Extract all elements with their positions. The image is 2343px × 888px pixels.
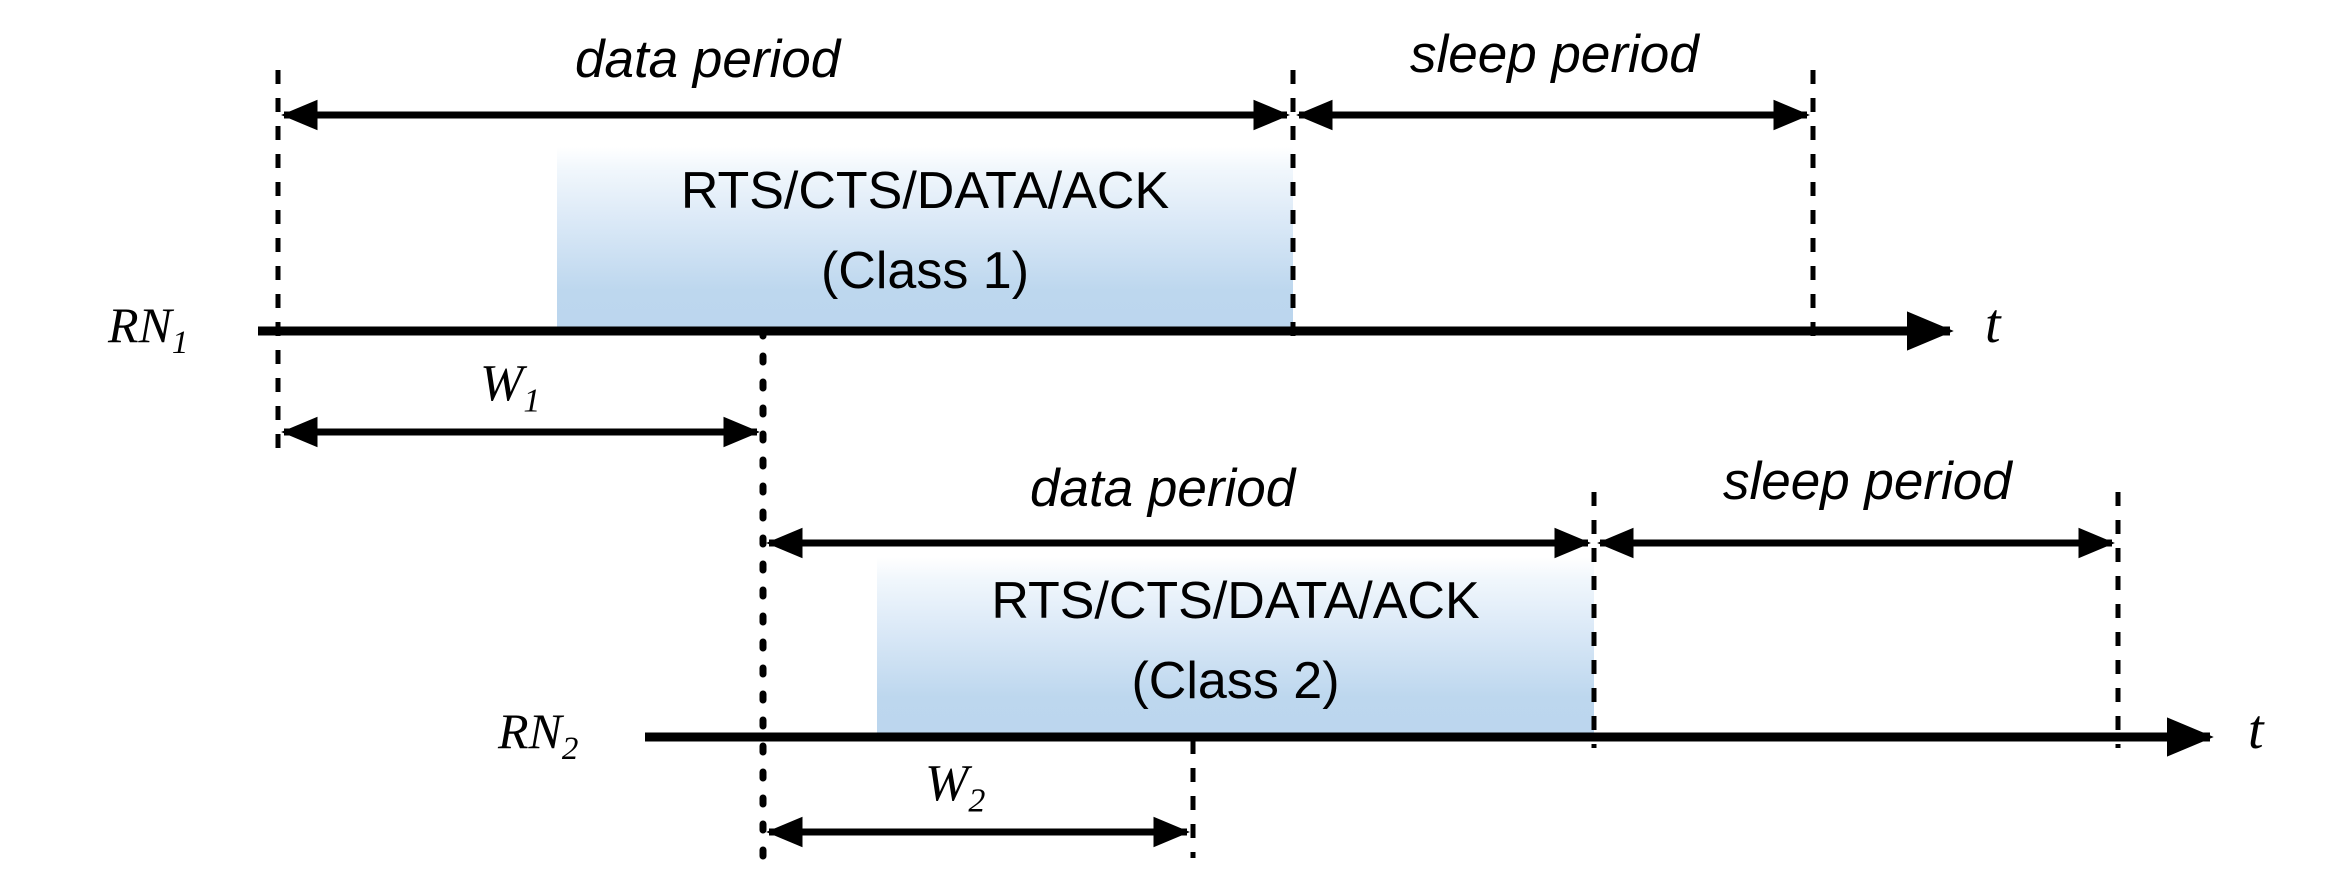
axis-label-t-rn2: t: [2248, 699, 2264, 761]
backoff-label-w2: W2: [925, 758, 985, 818]
data-period-label-rn2: data period: [1030, 459, 1296, 518]
backoff-label-w1-text: W: [480, 355, 524, 412]
transmission-box-label-class2-line2: (Class 2): [1131, 652, 1340, 710]
backoff-label-w2-text: W: [925, 755, 969, 812]
sleep-period-label-rn2: sleep period: [1723, 452, 2012, 511]
transmission-box-label-class1-line1: RTS/CTS/DATA/ACK: [680, 162, 1170, 220]
transmission-box-class2: [877, 557, 1594, 737]
node-label-rn2-subscript: 2: [561, 731, 579, 767]
transmission-box-label-class1-line2: (Class 1): [820, 242, 1030, 300]
node-label-rn1-subscript: 1: [171, 325, 189, 361]
node-label-rn2-text: RN: [498, 703, 562, 759]
node-label-rn1-text: RN: [108, 297, 172, 353]
node-label-rn1: RN1: [108, 300, 188, 360]
transmission-box-label-class2-line1: RTS/CTS/DATA/ACK: [991, 572, 1480, 630]
backoff-label-w2-subscript: 2: [968, 782, 986, 820]
backoff-label-w1: W1: [480, 358, 540, 418]
axis-label-t-rn1: t: [1985, 293, 2001, 355]
node-label-rn2: RN2: [498, 706, 578, 766]
backoff-label-w1-subscript: 1: [523, 382, 541, 420]
data-period-label-rn1: data period: [575, 30, 841, 89]
sleep-period-label-rn1: sleep period: [1410, 25, 1699, 84]
transmission-box-class1: [557, 147, 1293, 331]
